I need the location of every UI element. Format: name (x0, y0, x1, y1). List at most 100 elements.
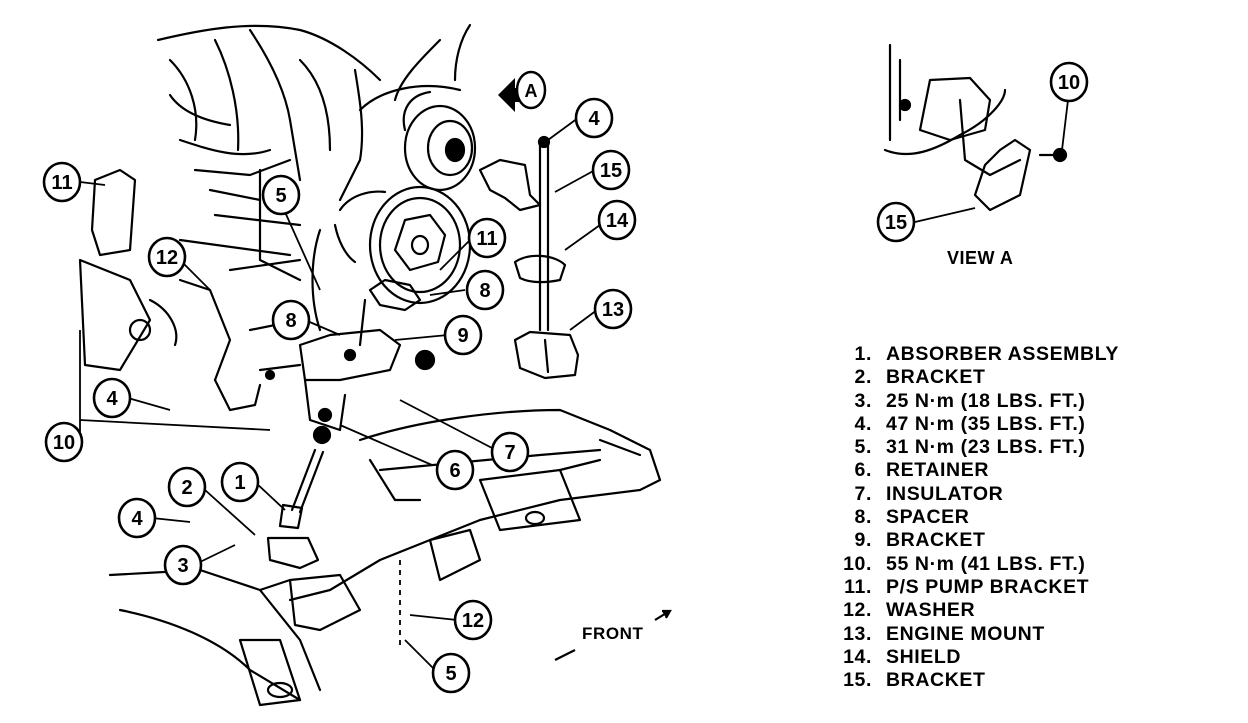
legend-item-label: ENGINE MOUNT (886, 622, 1045, 645)
power-steering-pulley (333, 185, 472, 305)
legend-item-number: 4. (854, 412, 872, 435)
callout-number: 11 (51, 172, 72, 194)
callout-circle (1049, 61, 1089, 103)
callout-number: 14 (606, 210, 629, 232)
callout-number: 3 (177, 555, 188, 577)
view-a-detail (883, 43, 1068, 212)
legend-item-number: 2. (854, 366, 872, 389)
callout-number: 12 (462, 610, 484, 632)
legend-item-number: 5. (854, 436, 872, 459)
legend-item-number: 13. (843, 622, 872, 645)
legend-item: 11.P/S PUMP BRACKET (832, 576, 1232, 599)
callout-number: 8 (285, 310, 296, 332)
callout-2: 2 (167, 466, 207, 508)
legend-item-number: 8. (854, 506, 872, 529)
callout-number: 13 (602, 299, 624, 321)
legend-item-label: 55 N·m (41 LBS. FT.) (886, 552, 1086, 575)
callout-13: 13 (593, 288, 633, 330)
callout-circle (92, 377, 132, 419)
legend-item: 7. INSULATOR (832, 483, 1232, 506)
crossmember-frame (108, 408, 662, 707)
callout-number: 8 (479, 280, 490, 302)
legend-item-label: BRACKET (886, 366, 986, 389)
callout-circle (261, 174, 301, 216)
legend-item-label: 25 N·m (18 LBS. FT.) (886, 389, 1086, 412)
legend-item: 8. SPACER (832, 506, 1232, 529)
callout-number: 6 (449, 460, 460, 482)
callout-6: 6 (435, 449, 475, 491)
legend-item-label: 31 N·m (23 LBS. FT.) (886, 436, 1086, 459)
legend-item-number: 9. (854, 529, 872, 552)
front-label: FRONT (582, 624, 644, 643)
callout-11: 11 (42, 161, 82, 203)
legend-item-label: INSULATOR (886, 482, 1004, 505)
legend-item-number: 14. (843, 645, 872, 668)
callout-circle (167, 466, 207, 508)
callout-7: 7 (490, 431, 530, 473)
legend-item-label: SPACER (886, 506, 970, 529)
legend-item: 2. BRACKET (832, 366, 1232, 389)
callout-number: 10 (53, 432, 75, 454)
legend-item-label: RETAINER (886, 459, 990, 482)
callout-15: 15 (876, 201, 916, 243)
callout-number: 7 (504, 442, 515, 464)
callout-circle (117, 497, 157, 539)
callout-number: 4 (106, 388, 118, 410)
view-a-marker-letter: A (525, 81, 538, 101)
callout-circle (431, 652, 471, 694)
legend-item: 6. RETAINER (832, 459, 1232, 482)
callout-circle (876, 201, 916, 243)
callout-circle (591, 149, 631, 191)
front-arrow-icon (554, 609, 672, 661)
callout-5: 5 (431, 652, 471, 694)
callout-10: 10 (1049, 61, 1089, 103)
callout-12: 12 (453, 599, 493, 641)
callout-number: 11 (476, 228, 497, 250)
callout-circle (574, 97, 614, 139)
legend-item: 13. ENGINE MOUNT (832, 623, 1232, 646)
legend-item-label: BRACKET (886, 529, 986, 552)
crank-pulley (358, 84, 477, 192)
callout-11: 11 (467, 217, 507, 259)
view-a-label: VIEW A (947, 248, 1014, 268)
legend-item-number: 1. (854, 343, 872, 365)
callout-number: 9 (457, 325, 468, 347)
callout-circle (443, 314, 483, 356)
legend-item-label: BRACKET (886, 669, 986, 692)
callout-number: 2 (181, 477, 192, 499)
engine-block (156, 23, 472, 332)
callout-number: 5 (445, 663, 456, 685)
callout-15: 15 (591, 149, 631, 191)
callout-12: 12 (147, 236, 187, 278)
callout-9: 9 (443, 314, 483, 356)
legend-item: 1.ABSORBER ASSEMBLY (832, 343, 1232, 366)
callout-8: 8 (271, 299, 311, 341)
callout-number: 15 (885, 212, 907, 234)
callout-circle (220, 461, 260, 503)
legend-item-number: 7. (854, 482, 872, 505)
callout-circle (490, 431, 530, 473)
callout-4: 4 (92, 377, 132, 419)
view-a-arrow-marker: A (498, 70, 547, 112)
legend-item: 15. BRACKET (832, 669, 1232, 692)
legend-item-number: 6. (854, 459, 872, 482)
callout-circle (597, 199, 637, 241)
leader-lines (79, 99, 1069, 671)
legend-item-label: 47 N·m (35 LBS. FT.) (886, 412, 1086, 435)
callout-circle (44, 421, 84, 463)
legend-item: 14.SHIELD (832, 646, 1232, 669)
callout-number: 15 (600, 160, 622, 182)
callout-circle (147, 236, 187, 278)
legend-item-number: 15. (843, 669, 872, 692)
callout-circle (435, 449, 475, 491)
callout-circle (593, 288, 633, 330)
callout-number: 10 (1058, 72, 1080, 94)
legend-item-number: 3. (854, 389, 872, 412)
callout-circle (42, 161, 82, 203)
callout-circle (163, 544, 203, 586)
legend-item-number: 11. (844, 575, 872, 598)
callout-circle (453, 599, 493, 641)
